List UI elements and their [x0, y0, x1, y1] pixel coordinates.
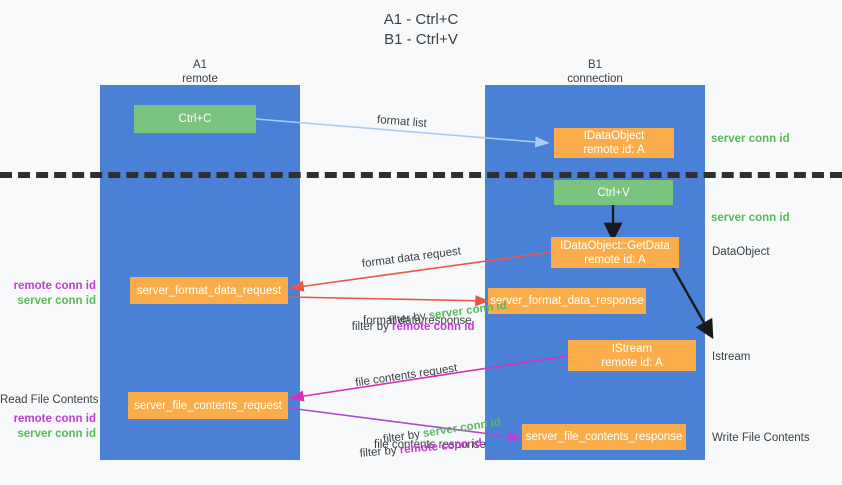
lane-header-b1: B1 connection	[567, 59, 623, 85]
side-label-server-conn-id-2: server conn id	[17, 428, 96, 440]
edge-label-file-contents-response: file contents response	[374, 408, 486, 483]
edge-label-file-contents-request-line1: file contents request	[354, 362, 459, 390]
filter-value-remote-conn-id: remote conn id	[399, 437, 483, 457]
node-ctrl-c[interactable]: Ctrl+C	[134, 105, 256, 133]
edge-label-format-data-response-line1: format data response	[363, 315, 472, 327]
node-istream[interactable]: IStream remote id: A	[568, 340, 696, 371]
node-idataobject[interactable]: IDataObject remote id: A	[554, 128, 674, 158]
node-idataobject-getdata[interactable]: IDataObject::GetData remote id: A	[551, 237, 679, 268]
node-server-file-contents-response[interactable]: server_file_contents_response	[522, 424, 686, 450]
lane-header-a1: A1 remote	[182, 59, 218, 85]
side-label-remote-conn-id-2: remote conn id	[13, 413, 96, 425]
page-title: A1 - Ctrl+C B1 - Ctrl+V	[383, 11, 459, 48]
side-label-server-conn-id-top: server conn id	[711, 133, 790, 145]
node-server-file-contents-request[interactable]: server_file_contents_request	[128, 392, 288, 419]
edge-label-format-data-response-filter: filter by remote conn id	[339, 305, 475, 350]
edge-label-file-contents-response-line1: file contents response	[374, 439, 486, 451]
side-label-write-file-contents: Write File Contents	[712, 432, 810, 444]
filter-prefix: filter by	[351, 321, 393, 333]
side-label-server-conn-id-1: server conn id	[17, 295, 96, 307]
side-label-istream: Istream	[712, 351, 751, 363]
edge-label-format-data-request-line1: format data request	[361, 245, 462, 271]
side-label-read-file-contents: Read File Contents	[0, 394, 99, 406]
node-ctrl-v[interactable]: Ctrl+V	[554, 180, 673, 205]
phase-divider	[0, 172, 842, 178]
side-label-remote-conn-id-1: remote conn id	[13, 280, 96, 292]
node-server-format-data-response[interactable]: server_format_data_response	[488, 288, 646, 314]
edge-label-format-list: format list	[376, 114, 428, 130]
node-server-format-data-request[interactable]: server_format_data_request	[130, 277, 288, 304]
edge-label-format-data-response: format data response	[363, 284, 472, 359]
filter-value-remote-conn-id: remote conn id	[392, 321, 475, 333]
filter-prefix: filter by	[359, 444, 401, 460]
side-label-server-conn-id-mid: server conn id	[711, 212, 790, 224]
side-label-dataobject: DataObject	[712, 246, 770, 258]
